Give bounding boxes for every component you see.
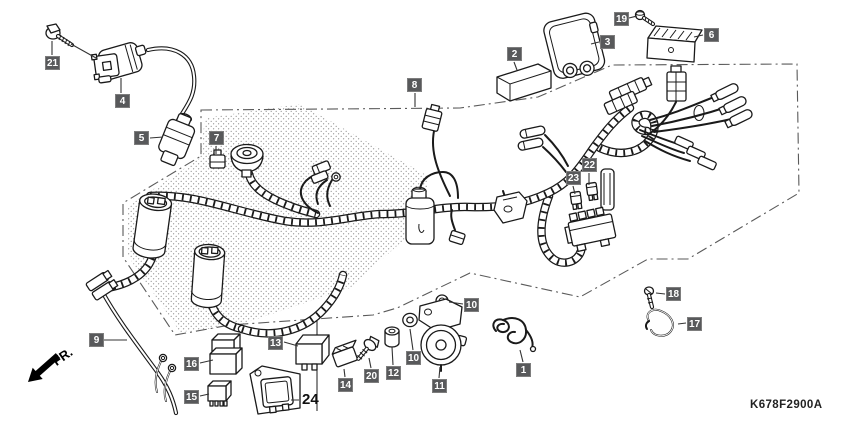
- callout-23[interactable]: 23: [566, 171, 581, 185]
- flange-bolt-21: [45, 23, 75, 48]
- fuse-box: [564, 206, 617, 252]
- diagram-part-code: K678F2900A: [750, 399, 823, 411]
- spark-plug-cap-5: [158, 112, 196, 167]
- callout-9[interactable]: 9: [89, 333, 104, 347]
- ignition-coil-4: [90, 42, 147, 84]
- callout-18[interactable]: 18: [666, 287, 681, 301]
- coil-boot-left: [132, 193, 173, 259]
- callout-11[interactable]: 11: [432, 379, 447, 393]
- callout-1[interactable]: 1: [516, 363, 531, 377]
- flasher-relay-13: [295, 334, 330, 371]
- callout-15[interactable]: 15: [184, 390, 199, 404]
- callout-17[interactable]: 17: [687, 317, 702, 331]
- mini-fuse-22: [585, 181, 599, 202]
- callout-22[interactable]: 22: [582, 158, 597, 172]
- cdi-unit-3: [543, 12, 606, 79]
- screw-18: [643, 286, 655, 310]
- ignition-switch-body: [230, 143, 264, 178]
- callout-10-nut[interactable]: 10: [464, 298, 479, 312]
- hanging-connector: [421, 103, 443, 132]
- rubber-mount-14: [331, 339, 358, 368]
- fuse-case: [600, 168, 615, 211]
- callout-14[interactable]: 14: [338, 378, 353, 392]
- relay-24: [249, 365, 301, 415]
- grommet-10: [402, 312, 418, 328]
- callout-3[interactable]: 3: [600, 35, 615, 49]
- clamp-17: [644, 308, 674, 337]
- bullet-terminals-left: [517, 125, 546, 151]
- screw-19: [634, 9, 656, 27]
- leader-lines: [51, 15, 704, 401]
- relay-assembly-16: [209, 333, 243, 375]
- callout-13[interactable]: 13: [268, 336, 283, 350]
- callout-20[interactable]: 20: [364, 369, 379, 383]
- callout-6[interactable]: 6: [704, 28, 719, 42]
- callout-16[interactable]: 16: [184, 357, 199, 371]
- regulator-rectifier-6: [646, 25, 703, 63]
- collar-12: [384, 326, 400, 348]
- fr-direction-arrow: [28, 353, 60, 382]
- right-connector-cluster: [603, 65, 753, 171]
- mini-fuse-23: [569, 190, 583, 211]
- callout-10-grommet[interactable]: 10: [406, 351, 421, 365]
- coil-boot-right: [190, 243, 226, 309]
- callout-8[interactable]: 8: [407, 78, 422, 92]
- callout-2[interactable]: 2: [507, 47, 522, 61]
- callout-4[interactable]: 4: [115, 94, 130, 108]
- callout-24-plain[interactable]: 24: [302, 391, 319, 408]
- callout-21[interactable]: 21: [45, 56, 60, 70]
- callout-7[interactable]: 7: [209, 131, 224, 145]
- flange-bolt-20: [356, 335, 380, 361]
- callout-19[interactable]: 19: [614, 12, 629, 26]
- wire-clip-1: [492, 317, 537, 353]
- connector-part-7: [209, 149, 226, 169]
- relay-15: [207, 380, 232, 407]
- horn-11: [418, 298, 468, 372]
- rubber-tray-2: [496, 63, 552, 102]
- branch-bracket: [493, 191, 528, 224]
- eyelet-terminals: [158, 353, 177, 373]
- condenser-cylinder: [405, 186, 435, 245]
- callout-12[interactable]: 12: [386, 366, 401, 380]
- small-terminal-cluster: [310, 160, 341, 184]
- callout-5[interactable]: 5: [134, 131, 149, 145]
- branch-connector: [448, 230, 466, 246]
- battery-cable-terminals: [85, 269, 119, 301]
